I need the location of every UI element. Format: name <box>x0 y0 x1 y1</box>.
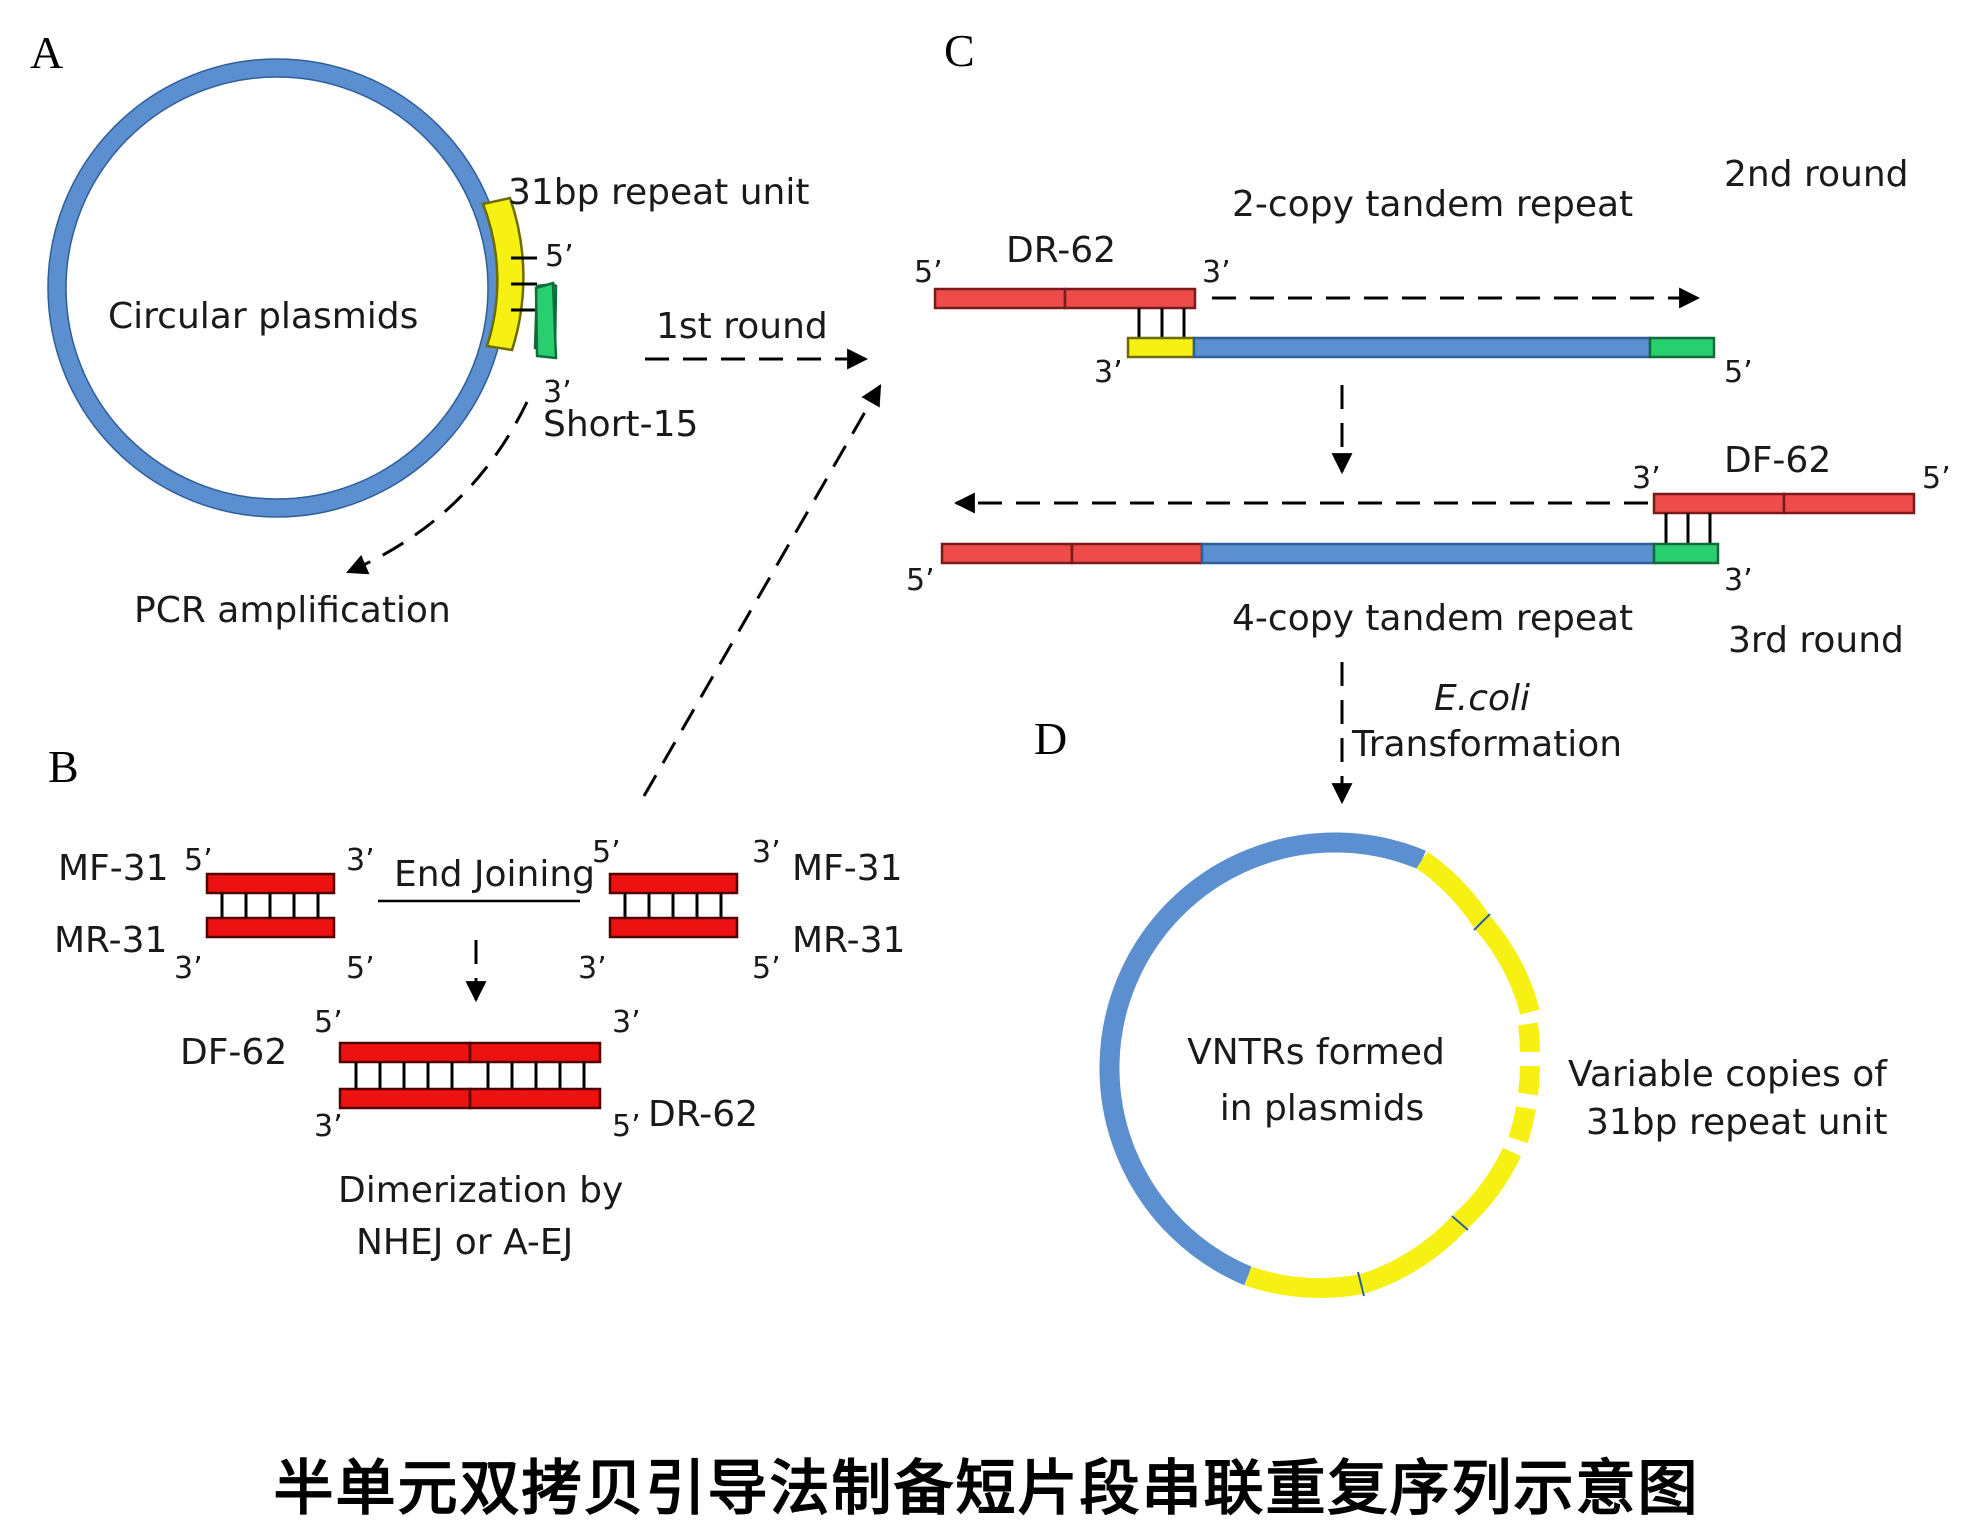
variable-copies-line2: 31bp repeat unit <box>1586 1102 1887 1143</box>
dr62-strand-segment <box>338 1087 472 1110</box>
prime-label: 5’ <box>906 563 935 598</box>
dr62-strand-segment <box>468 1087 602 1110</box>
panel-c-letter: C <box>944 25 975 76</box>
df62-strand-segment <box>338 1041 472 1064</box>
first-round-arrow-group: 1st round <box>645 306 869 370</box>
dimer-to-round-arrow <box>642 384 882 797</box>
pcr-arrow <box>346 401 529 575</box>
prime-label: 5’ <box>592 835 621 870</box>
df62-label: DF-62 <box>180 1032 287 1073</box>
prime-3-label: 3’ <box>543 375 572 410</box>
prime-label: 5’ <box>314 1005 343 1040</box>
prime-label: 3’ <box>1202 255 1231 290</box>
third-round-label: 3rd round <box>1728 620 1904 661</box>
vntr-repeat-units <box>1244 851 1540 1298</box>
prime-label: 5’ <box>752 951 781 986</box>
short-15-label: Short-15 <box>543 404 698 445</box>
dr62-segment <box>933 287 1067 310</box>
mr31-left-label: MR-31 <box>54 920 167 961</box>
prime-label: 3’ <box>1632 461 1661 496</box>
prime-label: 3’ <box>1724 563 1753 598</box>
bottom-backbone <box>1200 542 1656 565</box>
prime-label: 5’ <box>1724 355 1753 390</box>
figure-caption: 半单元双拷贝引导法制备短片段串联重复序列示意图 <box>273 1454 1700 1524</box>
four-copy-label: 4-copy tandem repeat <box>1232 598 1633 639</box>
panel-d: D VNTRs formed in plasmids Variable copi… <box>1034 713 1888 1298</box>
prime-label: 3’ <box>174 951 203 986</box>
round2-rungs <box>1137 308 1186 338</box>
vntr-circle-line2: in plasmids <box>1220 1088 1425 1129</box>
panel-d-letter: D <box>1034 713 1067 764</box>
prime-label: 3’ <box>752 835 781 870</box>
vntr-plasmid-backbone <box>1099 832 1426 1286</box>
prime-label: 3’ <box>346 843 375 878</box>
vntr-circle-line1: VNTRs formed <box>1187 1032 1445 1073</box>
bottom-segment <box>1070 542 1204 565</box>
first-round-label: 1st round <box>656 306 828 347</box>
template-primer-end <box>1648 336 1716 359</box>
variable-copies-line1: Variable copies of <box>1568 1054 1888 1095</box>
template-backbone <box>1192 336 1652 359</box>
repeat-unit-on-plasmid <box>481 196 525 352</box>
bottom-primer-end <box>1652 542 1720 565</box>
panel-a-letter: A <box>30 27 63 78</box>
prime-label: 3’ <box>612 1005 641 1040</box>
mf31-left-label: MF-31 <box>58 848 169 889</box>
bottom-segment <box>940 542 1074 565</box>
dimer-rungs <box>354 1062 586 1089</box>
repeat-unit-label: 31bp repeat unit <box>508 172 809 213</box>
prime-label: 5’ <box>612 1109 641 1144</box>
df62-c-label: DF-62 <box>1724 440 1831 481</box>
right-pair-rungs <box>623 893 723 918</box>
prime-label: 5’ <box>346 951 375 986</box>
prime-label: 5’ <box>184 843 213 878</box>
prime-label: 3’ <box>578 951 607 986</box>
round3-rungs <box>1664 513 1712 544</box>
prime-label: 3’ <box>1094 355 1123 390</box>
mf31-right-label: MF-31 <box>792 848 903 889</box>
dr62-segment <box>1063 287 1197 310</box>
df62-segment <box>1782 492 1916 515</box>
panel-a: A Circular plasmids 31bp repeat unit 5’ … <box>30 27 809 631</box>
panel-b: B MF-31 MR-31 5’ 3’ 3’ 5’ End Joining MF… <box>48 741 905 1263</box>
mr31-left-strand <box>205 916 336 939</box>
mf31-left-strand <box>205 872 336 895</box>
mr31-right-label: MR-31 <box>792 920 905 961</box>
second-round-label: 2nd round <box>1724 154 1909 195</box>
transformation-label: Transformation <box>1351 724 1622 765</box>
plasmid-circle <box>48 59 506 517</box>
two-copy-label: 2-copy tandem repeat <box>1232 184 1633 225</box>
template-repeat-unit <box>1126 336 1196 359</box>
panel-c: C 2nd round 2-copy tandem repeat DR-62 5… <box>906 25 1951 661</box>
dimerization-line2: NHEJ or A-EJ <box>356 1222 573 1263</box>
pcr-amplification-label: PCR amplification <box>134 590 451 631</box>
dr62-label: DR-62 <box>648 1094 758 1135</box>
end-joining-label: End Joining <box>394 854 595 895</box>
dimerization-line1: Dimerization by <box>338 1170 623 1211</box>
panel-b-letter: B <box>48 741 79 792</box>
dr62-c-label: DR-62 <box>1006 230 1116 271</box>
mf31-right-strand <box>608 872 739 895</box>
ecoli-label: E.coli <box>1434 678 1530 719</box>
left-pair-rungs <box>220 893 320 918</box>
prime-label: 5’ <box>914 255 943 290</box>
df62-strand-segment <box>468 1041 602 1064</box>
mr31-right-strand <box>608 916 739 939</box>
prime-label: 5’ <box>1922 461 1951 496</box>
prime-5-label: 5’ <box>545 239 574 274</box>
circular-plasmids-label: Circular plasmids <box>108 296 418 337</box>
prime-label: 3’ <box>314 1109 343 1144</box>
df62-segment <box>1652 492 1786 515</box>
